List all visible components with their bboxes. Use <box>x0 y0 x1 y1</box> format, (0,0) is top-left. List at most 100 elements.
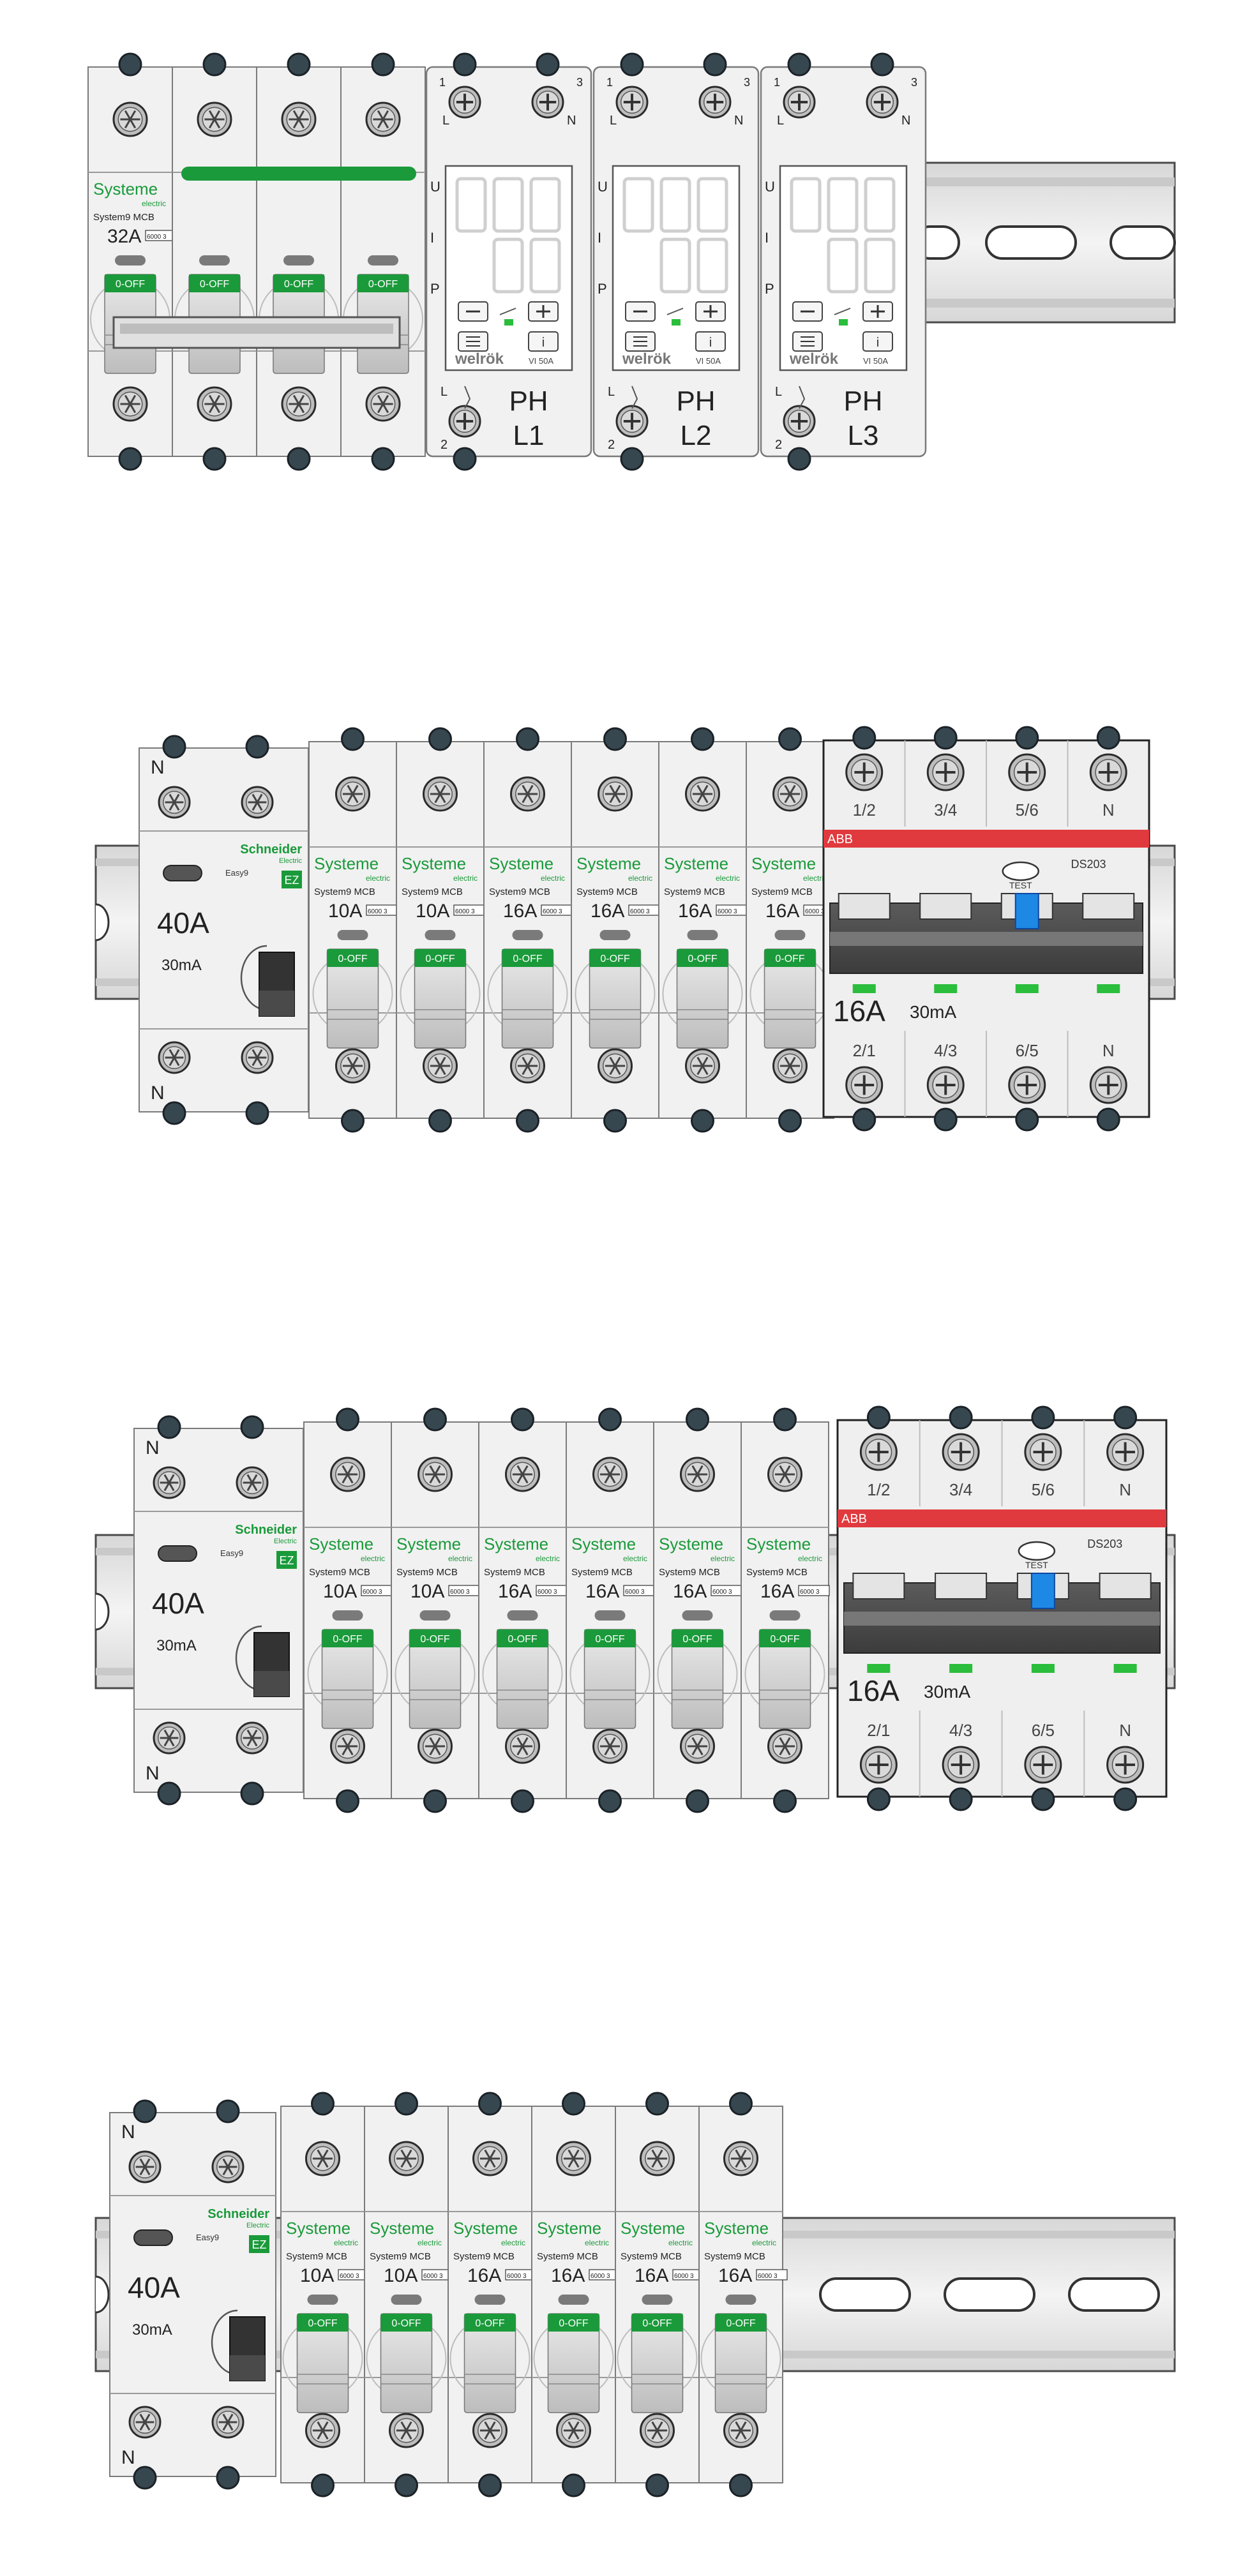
relay-term-num: 1 <box>606 76 613 89</box>
terminal-knob <box>729 2092 753 2116</box>
screw-slot <box>434 1474 441 1484</box>
rcd-handle-lower <box>259 991 294 1016</box>
screw-slot <box>256 1057 263 1067</box>
terminal-knob <box>216 2099 240 2123</box>
off-indicator <box>631 2314 683 2332</box>
mcb-breaking: 6000 3 <box>147 234 167 241</box>
screw-slot <box>163 1482 170 1492</box>
screw-slot <box>292 403 300 414</box>
din-rail-end-slot <box>95 2275 110 2314</box>
off-indicator <box>189 274 240 292</box>
relay-term-num: 1 <box>774 76 780 89</box>
off-label: 0-OFF <box>600 954 629 964</box>
screw-slot <box>735 2149 742 2159</box>
screw-slot <box>297 110 305 120</box>
screw-slot <box>322 2158 329 2168</box>
mcb-brand: Systeme <box>93 179 158 198</box>
seg-digit <box>864 237 896 294</box>
mcb-breaking: 6000 3 <box>625 1589 645 1596</box>
relay-term-label: 2 <box>608 438 615 452</box>
mcb-breaking: 6000 3 <box>712 1589 732 1596</box>
screw-slot <box>434 1065 441 1075</box>
abb-green-indicator <box>1015 984 1039 993</box>
relay-side-letter: U <box>598 179 608 195</box>
screw-slot <box>246 1737 253 1747</box>
screw-slot <box>144 2422 151 2431</box>
screw-slot <box>405 2158 412 2168</box>
screw-slot <box>382 110 389 120</box>
panel-2: NNSchneiderElectricEasy9EZ40A30mASysteme… <box>94 726 1176 1133</box>
screw-slot <box>377 394 384 405</box>
screw-slot <box>489 2158 496 2168</box>
screw-slot <box>213 119 221 129</box>
screw-slot <box>779 1737 786 1747</box>
abb-green-indicator <box>949 1664 973 1673</box>
mcb-rating: 16A <box>635 2265 668 2286</box>
ez-badge <box>249 2235 269 2253</box>
screw-slot <box>252 1049 259 1058</box>
terminal-knob <box>603 727 627 751</box>
rcd-test-button <box>163 865 202 881</box>
screw-slot <box>222 2166 229 2176</box>
relay-phase: PH <box>843 386 882 417</box>
screw-slot <box>573 2158 580 2168</box>
screw-slot <box>347 1746 354 1756</box>
screw-slot <box>208 110 216 120</box>
screw-slot <box>439 793 446 804</box>
mcb-rating: 10A <box>300 2265 334 2286</box>
rcd-handle-arc <box>240 945 267 1011</box>
screw-slot <box>352 1056 359 1067</box>
terminal-knob <box>516 1109 539 1133</box>
screw-slot <box>656 2149 663 2159</box>
screw-slot <box>251 1729 258 1739</box>
screw-slot <box>317 2158 324 2168</box>
rcd-n-bottom: N <box>146 1763 160 1784</box>
mcb-breaking: 6000 3 <box>450 1589 470 1596</box>
mcb-rating: 16A <box>678 901 712 922</box>
screw-slot <box>405 2149 412 2159</box>
off-label: 0-OFF <box>726 2318 755 2329</box>
abb-handle-cap <box>852 1573 905 1599</box>
mcb-brand: Systeme <box>751 854 816 873</box>
terminal-knob <box>562 2092 585 2116</box>
screw-slot <box>347 1065 354 1075</box>
terminal-knob <box>240 1781 264 1806</box>
abb-test-label: TEST <box>1025 1560 1048 1570</box>
screw-slot <box>208 394 216 405</box>
rcd-brand-sub: Electric <box>279 857 303 865</box>
mcb-breaking: 6000 3 <box>363 1589 382 1596</box>
screw-slot <box>227 2166 234 2176</box>
screw-slot <box>516 1737 523 1747</box>
terminal-knob <box>157 1415 181 1439</box>
off-indicator <box>548 2314 599 2332</box>
screw-slot <box>656 2158 663 2168</box>
relay-switch-mark <box>834 308 851 315</box>
relay-brand: welrök <box>622 350 672 368</box>
relay-term-num: 3 <box>576 76 583 89</box>
screw-slot <box>208 119 216 129</box>
mcb-brand: Systeme <box>489 854 553 873</box>
screw-slot <box>784 784 791 795</box>
rcd-n-top: N <box>151 757 165 778</box>
screw-slot <box>516 1746 523 1756</box>
screw-slot <box>691 1737 698 1747</box>
screw-slot <box>129 403 137 414</box>
mcb-rating: 16A <box>498 1581 532 1602</box>
screw-slot <box>144 2158 151 2168</box>
relay-term-label: L <box>440 385 448 399</box>
abb-top-label: 1/2 <box>867 1480 890 1499</box>
terminal-knob <box>852 726 877 750</box>
screw-slot <box>256 793 263 803</box>
mcb-brand: Systeme <box>396 1534 461 1554</box>
abb-blue-lever <box>1030 1573 1055 1609</box>
screw-slot <box>651 2149 658 2159</box>
relay-side-letter: U <box>430 179 440 195</box>
rcd-badge: EZ <box>252 2238 266 2251</box>
screw-slot <box>522 1056 529 1067</box>
din-rail-slot <box>819 2277 911 2312</box>
off-label: 0-OFF <box>513 954 542 964</box>
